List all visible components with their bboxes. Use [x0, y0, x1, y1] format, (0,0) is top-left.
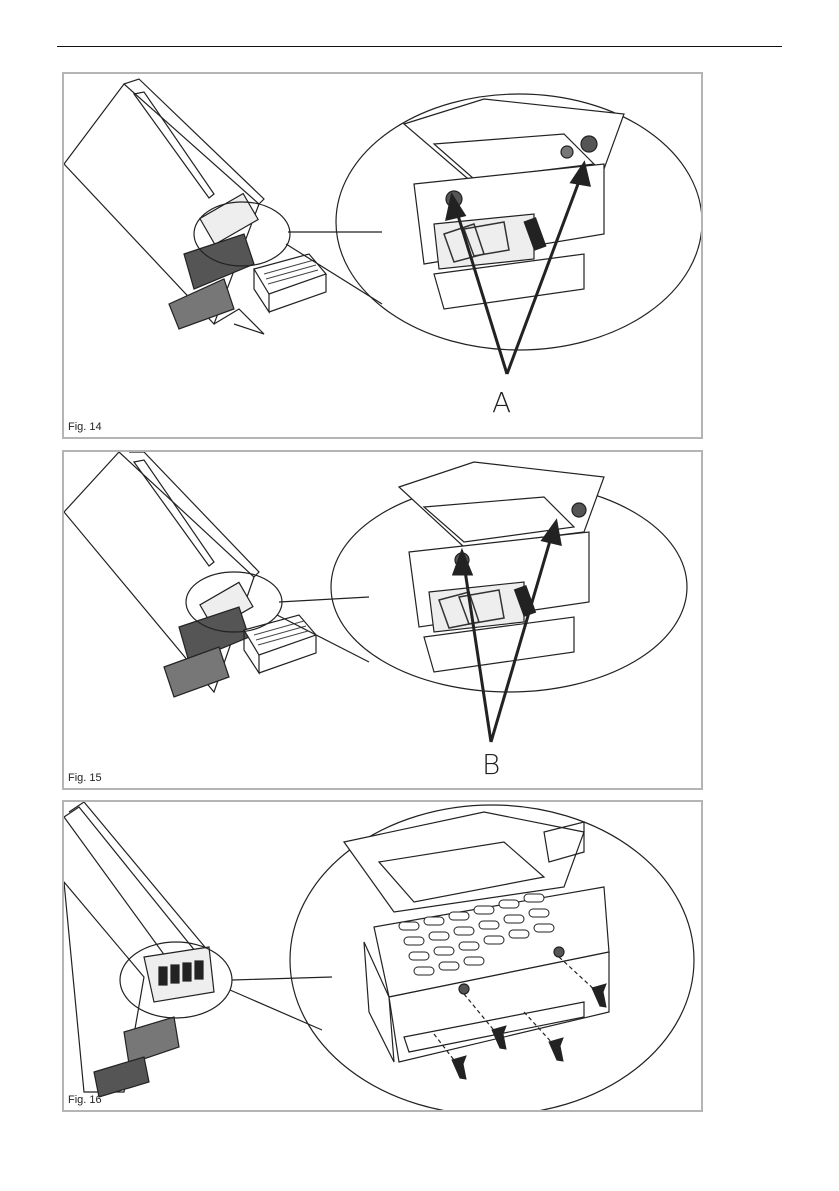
figure-caption: Fig. 16 — [68, 1094, 102, 1106]
figure-15: B Fig. 15 — [62, 450, 703, 790]
callout-label: A — [492, 386, 511, 419]
figure-caption: Fig. 14 — [68, 421, 102, 433]
figure-caption: Fig. 15 — [68, 772, 102, 784]
figure-14-illustration — [64, 74, 703, 439]
figure-16: Fig. 16 — [62, 800, 703, 1112]
figure-15-illustration — [64, 452, 703, 790]
header-rule — [57, 46, 782, 47]
figure-16-illustration — [64, 802, 703, 1112]
callout-label: B — [482, 748, 500, 781]
figure-14: A Fig. 14 — [62, 72, 703, 439]
